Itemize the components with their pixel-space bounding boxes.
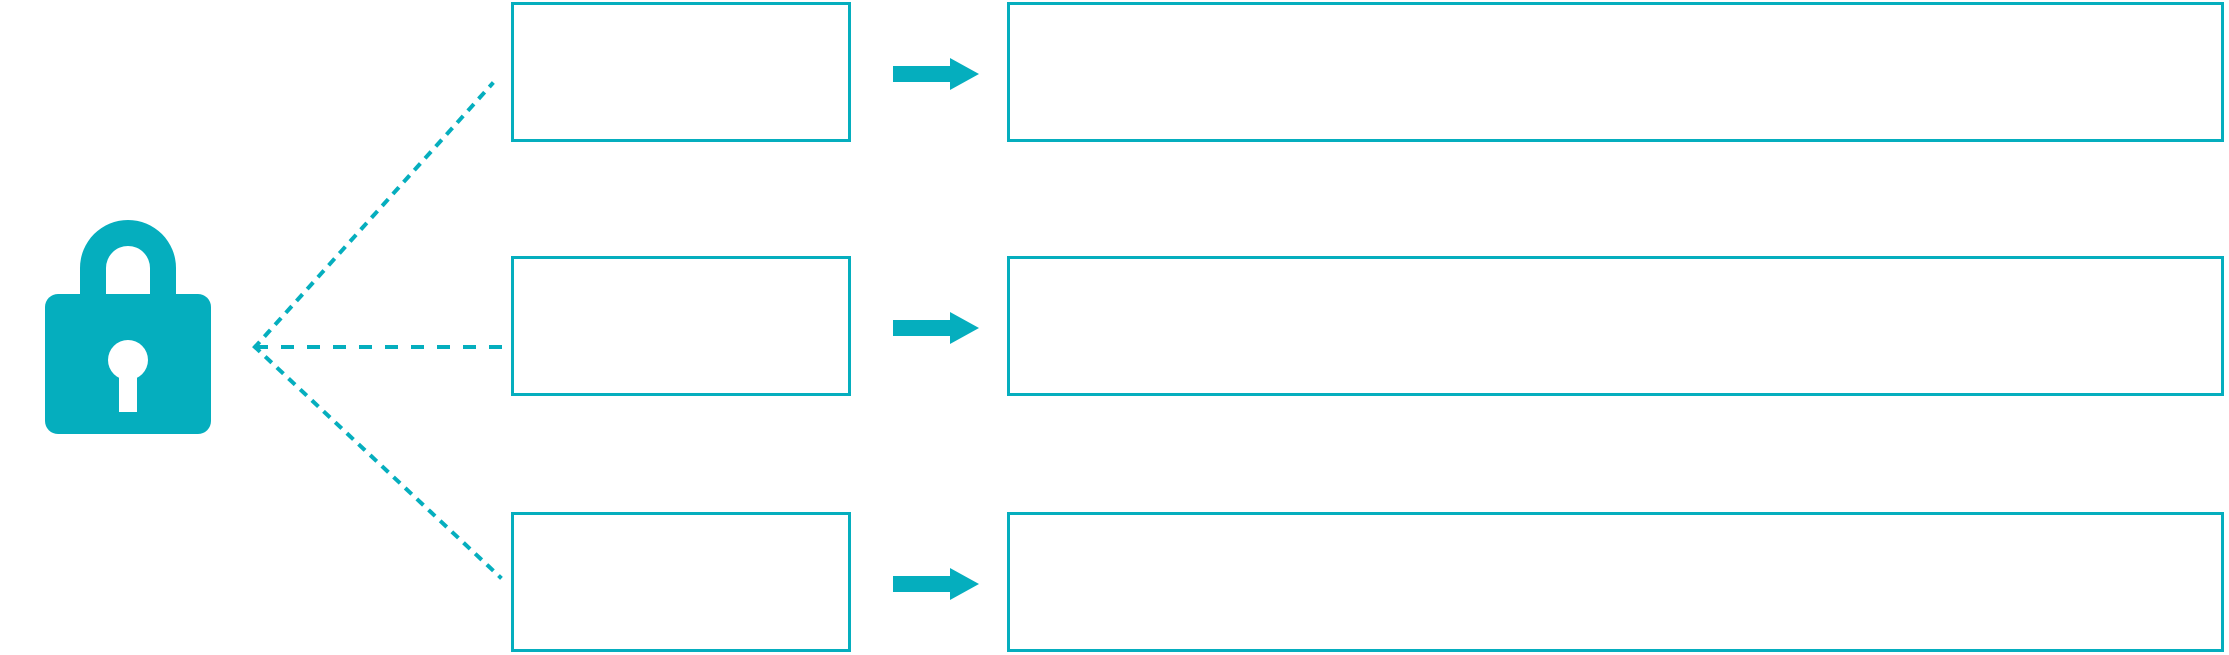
- row-2-right-box-label: [1010, 259, 2221, 393]
- row-2-left-box-label: [514, 259, 848, 393]
- row-1-left-box-label: [514, 5, 848, 139]
- lock-icon-glyph: [45, 220, 211, 434]
- lock-shackle-icon: [80, 220, 176, 310]
- row-3-right-box-label: [1010, 515, 2221, 649]
- row-3-right-box[interactable]: [1007, 512, 2224, 652]
- row-1-right-box-label: [1010, 5, 2221, 139]
- row-2-right-box[interactable]: [1007, 256, 2224, 396]
- row-1-right-box[interactable]: [1007, 2, 2224, 142]
- row-3-left-box-label: [514, 515, 848, 649]
- row-2-arrow-path: [893, 312, 979, 344]
- row-3-left-box[interactable]: [511, 512, 851, 652]
- row-1-left-box[interactable]: [511, 2, 851, 142]
- row-3-arrow-icon: [893, 568, 979, 600]
- row-1-arrow-icon: [893, 58, 979, 90]
- row-2-left-box[interactable]: [511, 256, 851, 396]
- row-3-arrow-path: [893, 568, 979, 600]
- row-2-arrow-icon: [893, 312, 979, 344]
- lock-keyhole-stem-icon: [119, 360, 137, 412]
- row-1-arrow-path: [893, 58, 979, 90]
